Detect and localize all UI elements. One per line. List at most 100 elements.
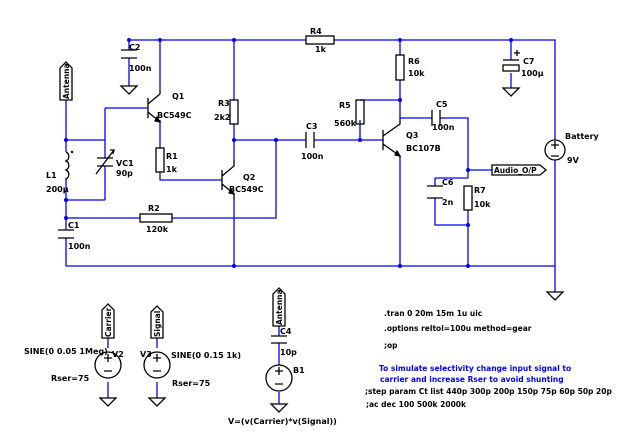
capacitor-c3[interactable]: [305, 132, 315, 148]
wire-r2: [66, 140, 277, 219]
resistor-r3[interactable]: [229, 99, 239, 125]
transistor-q1[interactable]: [147, 90, 162, 123]
c2-value: 100n: [129, 64, 152, 73]
directive-ac[interactable]: ;ac dec 100 500k 2000k: [366, 400, 467, 409]
net-flag-carrier[interactable]: Carrier: [101, 303, 115, 339]
transistor-q3[interactable]: [382, 118, 402, 158]
battery-source[interactable]: [544, 139, 566, 161]
r2-value: 120k: [146, 225, 169, 234]
net-flag-antenna-top[interactable]: Antenna: [59, 61, 73, 101]
r7-value: 10k: [474, 200, 491, 209]
directive-step[interactable]: ;step param Ct list 440p 300p 200p 150p …: [365, 387, 612, 396]
q2-value: BC549C: [229, 185, 264, 194]
junction-dot: [64, 216, 68, 220]
r1-name: R1: [166, 152, 178, 161]
junction-dot: [127, 38, 131, 42]
capacitor-c2[interactable]: [121, 49, 137, 59]
b1-value: V=(v(Carrier)*v(Signal)): [228, 417, 337, 426]
junction-dot: [64, 198, 68, 202]
c3-name: C3: [306, 122, 317, 131]
capacitor-c6[interactable]: [427, 185, 443, 199]
behavioral-source-b1[interactable]: [265, 364, 293, 392]
capacitor-c7[interactable]: [502, 50, 520, 72]
capacitor-c5[interactable]: [431, 110, 441, 126]
junction-dot: [232, 264, 236, 268]
b1-name: B1: [293, 366, 305, 375]
l1-value: 200µ: [46, 185, 69, 194]
resistor-r4[interactable]: [305, 35, 335, 45]
svg-text:Antenna: Antenna: [275, 289, 284, 325]
c5-name: C5: [436, 100, 448, 109]
junction-dot: [274, 138, 278, 142]
net-flag-audio-out[interactable]: Audio_O/P: [491, 164, 548, 176]
ground-icon: [501, 87, 521, 97]
r7-name: R7: [474, 186, 486, 195]
r1-value: 1k: [166, 165, 178, 174]
resistor-r2[interactable]: [139, 213, 173, 223]
comment-line-1[interactable]: To simulate selectivity change input sig…: [379, 364, 571, 373]
capacitor-c4[interactable]: [271, 335, 287, 344]
voltage-source-v3[interactable]: [143, 351, 171, 379]
c4-name: C4: [280, 327, 292, 336]
svg-text:Audio_O/P: Audio_O/P: [494, 166, 537, 175]
c1-name: C1: [68, 221, 80, 230]
c5-value: 100n: [432, 123, 455, 132]
c3-value: 100n: [301, 152, 324, 161]
r4-name: R4: [310, 27, 322, 36]
junction-dot: [509, 38, 513, 42]
junction-dot: [232, 38, 236, 42]
junction-dot: [158, 38, 162, 42]
resistor-r7[interactable]: [463, 185, 473, 211]
junction-dot: [466, 168, 470, 172]
wires: [65, 39, 556, 404]
battery-name: Battery: [565, 132, 600, 141]
wire-q3-collector: [400, 117, 469, 178]
r4-value: 1k: [315, 45, 327, 54]
wire-c6: [434, 177, 469, 266]
inductor-l1[interactable]: [64, 140, 74, 180]
capacitor-c1[interactable]: [58, 229, 74, 239]
c1-value: 100n: [68, 242, 91, 251]
junction-dot: [398, 38, 402, 42]
ground-icon: [269, 403, 289, 413]
junction-dot: [466, 223, 470, 227]
ground-icon: [545, 291, 565, 301]
directive-options[interactable]: .options reltol=100u method=gear: [384, 324, 532, 333]
c6-value: 2n: [442, 198, 454, 207]
resistor-r1[interactable]: [155, 147, 165, 173]
resistor-r5[interactable]: [355, 99, 365, 125]
l1-name: L1: [46, 171, 57, 180]
q1-name: Q1: [172, 92, 185, 101]
ground-icon: [147, 397, 167, 407]
junction-dot: [398, 98, 402, 102]
ground-symbols: [98, 85, 565, 413]
wire-q1-emitter: [159, 120, 222, 181]
c6-name: C6: [442, 178, 454, 187]
ground-icon: [98, 397, 118, 407]
r3-name: R3: [218, 99, 230, 108]
r6-name: R6: [408, 57, 420, 66]
voltage-source-v2[interactable]: [94, 351, 122, 379]
transistor-q2[interactable]: [221, 160, 236, 200]
junction-dot: [232, 138, 236, 142]
r5-name: R5: [339, 101, 351, 110]
resistor-r6[interactable]: [395, 54, 405, 81]
directive-tran[interactable]: .tran 0 20m 15m 1u uic: [384, 309, 482, 318]
v3-name: V3: [140, 350, 152, 359]
battery-value: 9V: [567, 156, 580, 165]
r3-value: 2k2: [214, 113, 230, 122]
directive-op[interactable]: ;op: [384, 341, 398, 350]
wire-tank-mid: [65, 174, 106, 201]
r5-value: 560k: [334, 119, 357, 128]
variable-capacitor-vc1[interactable]: [95, 149, 115, 175]
comment-line-2[interactable]: carrier and increase Rser to avoid shunt…: [380, 375, 564, 384]
net-flag-signal[interactable]: Signal: [150, 305, 164, 339]
vc1-name: VC1: [116, 159, 134, 168]
c4-value: 10p: [280, 348, 297, 357]
ground-icon: [119, 85, 139, 95]
net-flag-antenna-bottom[interactable]: Antenna: [272, 287, 286, 327]
c2-name: C2: [129, 43, 140, 52]
junction-dot: [358, 138, 362, 142]
v3-rser: Rser=75: [172, 379, 211, 388]
